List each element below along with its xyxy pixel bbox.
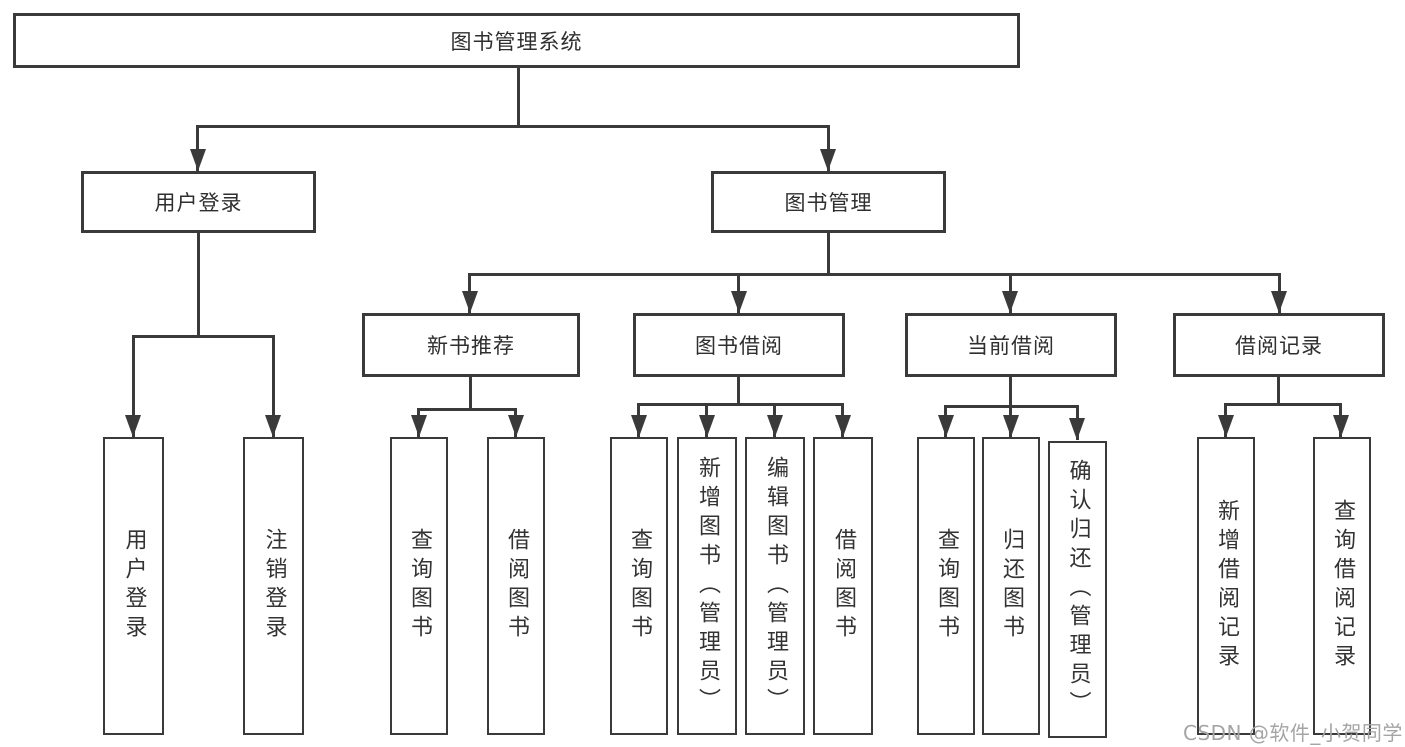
arrowhead-icon: [1002, 291, 1018, 313]
connector: [827, 233, 830, 275]
leaf-query-books-recommend-label: 查询图书: [407, 528, 432, 644]
leaf-query-borrow-record: 查询借阅记录: [1313, 437, 1371, 735]
node-book-borrowing-label: 图书借阅: [695, 334, 783, 358]
arrowhead-icon: [1271, 291, 1287, 313]
connector: [1009, 377, 1012, 407]
node-new-book-recommend-label: 新书推荐: [427, 334, 515, 358]
leaf-edit-books-admin: 编辑图书（管理员）: [745, 437, 805, 735]
node-library-management-system: 图书管理系统: [13, 13, 1020, 68]
arrowhead-icon: [731, 291, 747, 313]
arrowhead-icon: [631, 415, 647, 437]
connector: [1224, 403, 1342, 406]
arrowhead-icon: [938, 415, 954, 437]
connector: [132, 335, 135, 437]
connector: [517, 68, 520, 127]
arrowhead-icon: [1218, 415, 1234, 437]
leaf-add-borrow-record: 新增借阅记录: [1197, 437, 1255, 735]
arrowhead-icon: [1069, 418, 1085, 440]
node-current-borrowing: 当前借阅: [905, 313, 1117, 377]
node-book-management: 图书管理: [711, 171, 946, 233]
arrowhead-icon: [767, 415, 783, 437]
leaf-logout-label: 注销登录: [261, 528, 287, 644]
leaf-query-borrow-record-label: 查询借阅记录: [1330, 499, 1355, 673]
arrowhead-icon: [1333, 415, 1349, 437]
node-current-borrowing-label: 当前借阅: [967, 334, 1055, 358]
leaf-add-borrow-record-label: 新增借阅记录: [1214, 499, 1239, 673]
node-borrowing-records-label: 借阅记录: [1235, 334, 1323, 358]
leaf-query-books-borrowing: 查询图书: [610, 437, 668, 735]
connector: [637, 403, 844, 406]
connector: [196, 125, 199, 171]
leaf-add-books-admin: 新增图书（管理员）: [677, 437, 737, 735]
connector: [1277, 377, 1280, 405]
leaf-borrow-books-recommend-label: 借阅图书: [504, 528, 529, 644]
leaf-borrow-books-recommend: 借阅图书: [487, 437, 545, 735]
arrowhead-icon: [820, 149, 836, 171]
arrowhead-icon: [190, 149, 206, 171]
leaf-add-books-admin-label: 新增图书（管理员）: [695, 455, 720, 717]
arrowhead-icon: [462, 291, 478, 313]
leaf-query-books-recommend: 查询图书: [390, 437, 448, 735]
connector: [468, 273, 1281, 276]
connector: [417, 408, 517, 411]
arrowhead-icon: [508, 415, 524, 437]
leaf-edit-books-admin-label: 编辑图书（管理员）: [763, 455, 788, 717]
connector: [827, 125, 830, 171]
arrowhead-icon: [265, 415, 281, 437]
arrowhead-icon: [1003, 415, 1019, 437]
node-user-login: 用户登录: [81, 171, 316, 233]
arrowhead-icon: [125, 415, 141, 437]
node-book-management-label: 图书管理: [784, 191, 873, 215]
node-borrowing-records: 借阅记录: [1173, 313, 1385, 377]
watermark: CSDN @软件_小贺同学: [1183, 721, 1403, 745]
connector: [197, 233, 200, 337]
leaf-query-books-current-label: 查询图书: [934, 528, 959, 644]
arrowhead-icon: [411, 415, 427, 437]
leaf-logout: 注销登录: [243, 437, 304, 735]
node-library-management-system-label: 图书管理系统: [450, 29, 583, 54]
arrowhead-icon: [835, 415, 851, 437]
leaf-borrow-books: 借阅图书: [813, 437, 873, 735]
leaf-confirm-return-admin: 确认归还（管理员）: [1048, 441, 1107, 738]
node-book-borrowing: 图书借阅: [633, 313, 845, 377]
connector: [196, 125, 830, 128]
leaf-query-books-borrowing-label: 查询图书: [627, 528, 652, 644]
connector: [469, 377, 472, 410]
connector: [737, 377, 740, 405]
leaf-query-books-current: 查询图书: [917, 437, 975, 735]
arrowhead-icon: [699, 415, 715, 437]
leaf-user-login-label: 用户登录: [121, 528, 147, 644]
node-new-book-recommend: 新书推荐: [362, 313, 580, 377]
leaf-confirm-return-admin-label: 确认归还（管理员）: [1065, 459, 1091, 720]
connector: [132, 335, 275, 338]
leaf-user-login: 用户登录: [103, 437, 164, 735]
connector: [272, 335, 275, 437]
node-user-login-label: 用户登录: [154, 191, 243, 215]
leaf-return-books-label: 归还图书: [999, 528, 1024, 644]
leaf-borrow-books-label: 借阅图书: [831, 528, 856, 644]
leaf-return-books: 归还图书: [982, 437, 1040, 735]
